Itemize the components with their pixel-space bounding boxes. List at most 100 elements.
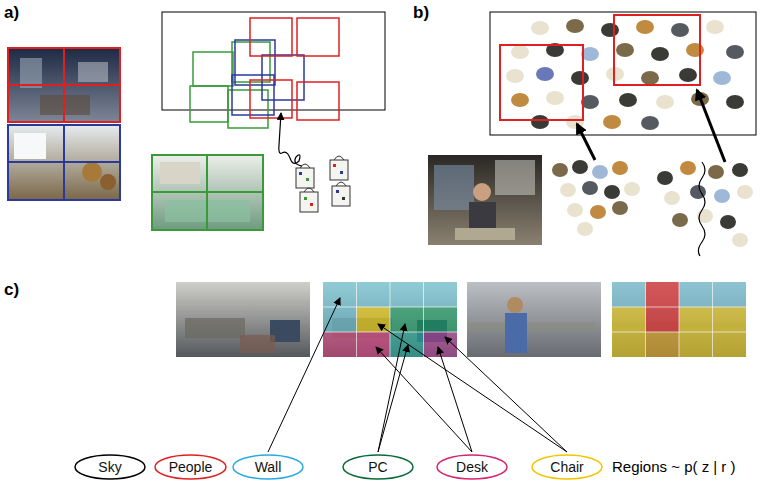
label-grid-1-part bbox=[424, 282, 458, 307]
class-ellipse: Chair bbox=[531, 454, 603, 480]
kitchen-photo-green bbox=[152, 155, 263, 230]
label-grid-1-part bbox=[357, 332, 391, 357]
kitchen-photo-blue-part bbox=[14, 133, 46, 159]
kitchen-photo-red-part bbox=[78, 62, 108, 82]
ellipse-shape bbox=[532, 455, 602, 479]
panel-label: a) bbox=[4, 3, 19, 23]
ellipse-shape bbox=[343, 455, 413, 479]
label-grid-2-part bbox=[612, 282, 746, 357]
scene-frame-a-part bbox=[250, 80, 292, 118]
bag-of-words-icon-part bbox=[300, 192, 318, 212]
patch-group-2-part bbox=[714, 189, 730, 203]
room-photo-2-part bbox=[467, 282, 601, 357]
bag-of-words-icon-part bbox=[304, 197, 307, 200]
talk-photo-part bbox=[455, 228, 515, 240]
scene-frame-a-part bbox=[235, 40, 275, 85]
bag-of-words-icon-part bbox=[340, 171, 343, 174]
patch-frame-b bbox=[490, 12, 756, 135]
patch-group-2-part bbox=[698, 162, 705, 256]
kitchen-photo-red bbox=[8, 48, 120, 122]
label-grid-1-part bbox=[424, 307, 458, 332]
region-pointer-part bbox=[378, 324, 405, 452]
panel-label: c) bbox=[4, 280, 19, 300]
talk-photo bbox=[428, 155, 542, 245]
label-grid-2-part bbox=[612, 282, 746, 357]
region-pointer-part bbox=[376, 347, 472, 452]
bag-of-words-icon-part bbox=[336, 190, 339, 193]
patch-frame-b-part bbox=[490, 12, 756, 135]
patch-group-2-part bbox=[657, 171, 673, 185]
patch-frame-b-part bbox=[566, 115, 584, 129]
kitchen-photo-blue-part bbox=[8, 125, 120, 200]
bag-of-words-icon-part bbox=[342, 197, 345, 200]
patch-frame-b-part bbox=[726, 95, 744, 109]
ellipse-shape bbox=[155, 455, 226, 479]
patch-group-1-part bbox=[604, 185, 620, 199]
scene-frame-a-part bbox=[232, 75, 274, 115]
patch-frame-b-part bbox=[656, 95, 674, 109]
patch-group-1-part bbox=[567, 203, 583, 217]
room-photo-2-part bbox=[505, 313, 527, 353]
patch-group-2-part bbox=[732, 233, 748, 247]
formula-note: Regions ~ p( z | r ) bbox=[612, 458, 736, 475]
kitchen-photo-red-part bbox=[8, 48, 120, 122]
patch-group-1-part bbox=[572, 160, 588, 174]
class-name: Desk bbox=[456, 459, 488, 475]
class-ellipse: Wall bbox=[232, 454, 304, 480]
bag-of-words-icon-part bbox=[306, 178, 309, 181]
patch-frame-b-part bbox=[531, 115, 549, 129]
ellipse-shape bbox=[437, 455, 507, 479]
patch-frame-b-part bbox=[713, 71, 731, 85]
class-name: Chair bbox=[550, 459, 583, 475]
bag-of-words-icon-part bbox=[333, 164, 336, 167]
label-grid-1-part bbox=[323, 282, 357, 307]
kitchen-photo-blue-part bbox=[8, 125, 120, 200]
label-grid-2-part bbox=[612, 282, 646, 307]
label-grid-1-part bbox=[323, 282, 457, 357]
class-ellipse: People bbox=[154, 454, 227, 480]
patch-frame-b-part bbox=[671, 23, 689, 37]
patch-frame-b-part bbox=[616, 43, 634, 57]
patch-group-2-part bbox=[732, 163, 748, 177]
label-grid-2-part bbox=[612, 307, 646, 332]
curly-arrow bbox=[279, 113, 302, 166]
label-grid-1-part bbox=[323, 332, 357, 357]
patch-frame-b-part bbox=[641, 116, 659, 130]
patch-frame-b-part bbox=[531, 21, 549, 35]
scene-frame-a-part bbox=[297, 18, 339, 56]
patch-frame-b-part bbox=[614, 15, 700, 85]
ellipse-shape bbox=[233, 455, 303, 479]
patch-group-2-part bbox=[720, 215, 736, 229]
patch-frame-b-part bbox=[706, 20, 724, 34]
patch-frame-b-part bbox=[679, 68, 697, 82]
label-grid-2-part bbox=[646, 307, 680, 332]
patch-frame-b-part bbox=[546, 91, 564, 105]
label-grid-2-part bbox=[612, 332, 646, 357]
scene-frame-a bbox=[162, 12, 385, 128]
talk-photo-part bbox=[495, 160, 535, 195]
patch-arrow bbox=[697, 90, 725, 162]
label-grid-2-part bbox=[646, 282, 680, 307]
talk-photo-part bbox=[434, 165, 474, 210]
label-grid-1-part bbox=[390, 282, 424, 307]
class-name: PC bbox=[368, 459, 387, 475]
patch-group-2-part bbox=[664, 191, 680, 205]
label-grid-1 bbox=[323, 282, 457, 357]
patch-group-1-part bbox=[582, 181, 598, 195]
scene-frame-a-part bbox=[232, 42, 270, 82]
room-photo-2 bbox=[467, 282, 601, 357]
kitchen-photo-green-part bbox=[152, 155, 263, 230]
talk-photo-part bbox=[469, 202, 496, 232]
label-grid-2-part bbox=[679, 282, 713, 307]
region-pointer-part bbox=[378, 345, 408, 452]
patch-group-1 bbox=[552, 160, 640, 236]
patch-frame-b-part bbox=[726, 45, 744, 59]
kitchen-photo-red-part bbox=[8, 48, 120, 122]
patch-group-2-part bbox=[680, 161, 696, 175]
bag-of-words-icon-part bbox=[304, 188, 314, 192]
bag-of-words-icon-part bbox=[332, 186, 350, 206]
patch-frame-b-part bbox=[511, 93, 529, 107]
label-grid-1-part bbox=[390, 307, 424, 332]
label-grid-2-part bbox=[646, 332, 680, 357]
